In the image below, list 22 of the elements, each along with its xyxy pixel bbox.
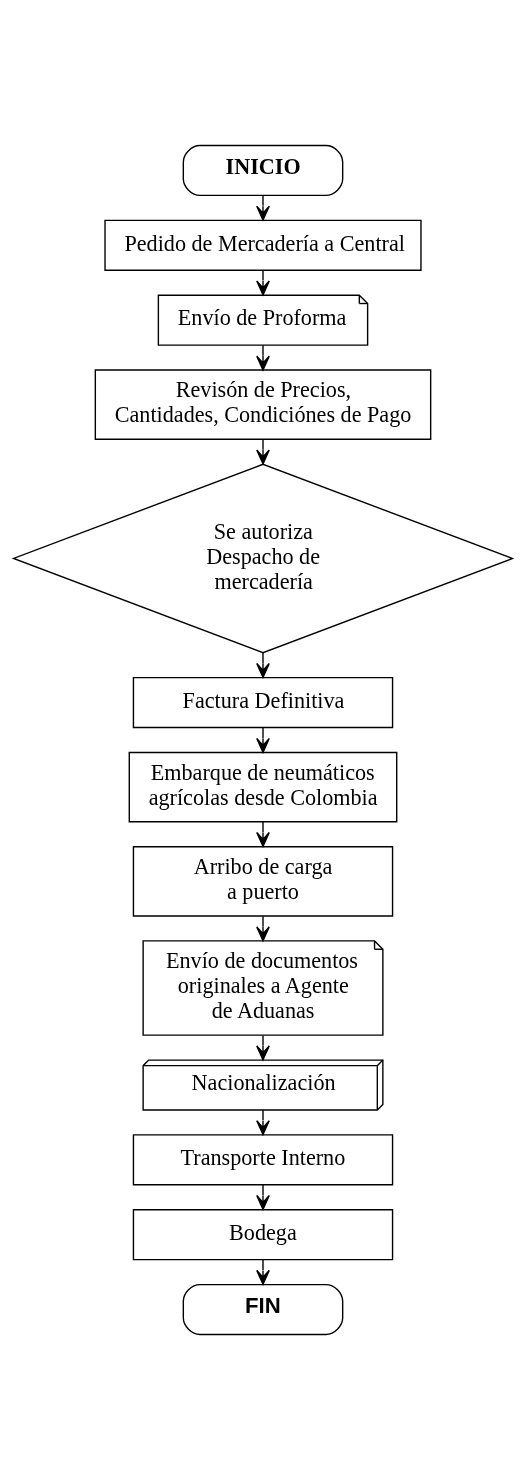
node-box: Pedido de Mercadería a Central <box>104 219 422 271</box>
arrow <box>256 269 270 296</box>
node-box: Embarque de neumáticos agrícolas desde Colombia <box>128 751 398 822</box>
arrow <box>256 915 270 941</box>
arrow <box>256 726 270 753</box>
arrow <box>256 651 270 678</box>
arrow <box>256 1034 270 1060</box>
node-box: Factura Definitiva <box>132 676 394 728</box>
arrow <box>256 194 270 221</box>
node-box: Transporte Interno <box>132 1133 394 1185</box>
node-box: INICIO <box>182 144 344 196</box>
node-box: Revisón de Precios, Cantidades, Condiciónes de Pago <box>94 368 432 440</box>
arrow <box>256 820 270 847</box>
node-diamond: Se autoriza Despacho de mercadería <box>11 463 515 653</box>
arrow <box>256 1108 270 1135</box>
node-box: Bodega <box>132 1208 394 1260</box>
node-box: Arribo de carga a puerto <box>132 845 394 917</box>
arrow <box>256 1258 270 1285</box>
arrow <box>256 1183 270 1210</box>
arrow <box>256 344 270 371</box>
arrow <box>256 438 270 465</box>
node-box: FIN <box>182 1283 344 1335</box>
